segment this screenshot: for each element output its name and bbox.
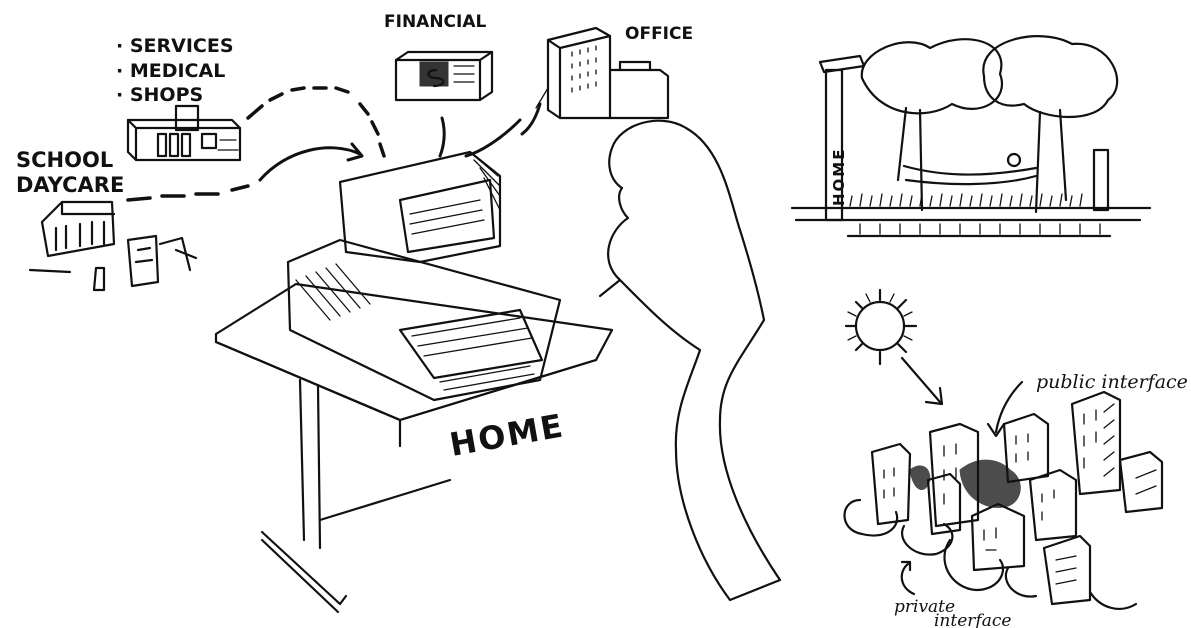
label-school: SCHOOL [16,148,113,172]
label-office: OFFICE [625,24,693,44]
school-daycare-building [30,202,196,290]
home-computer-terminal [216,152,612,612]
financial-building [396,52,492,100]
label-public-interface: public interface [1036,371,1188,393]
private-interface-arrow [902,562,914,594]
desk-home-sign: HOME [447,406,568,464]
services-building [128,106,240,160]
person-silhouette [600,121,780,600]
label-daycare: DAYCARE [16,173,124,197]
home-vertical-sign: HOME [830,148,848,206]
label-financial: FINANCIAL [384,12,487,32]
label-medical: · MEDICAL [116,60,225,82]
sun-ray-arrow [902,358,942,404]
label-private-interface-line2: interface [934,611,1011,628]
sun-icon [846,290,916,364]
label-services: · SERVICES [116,35,234,57]
label-shops: · SHOPS [116,84,203,106]
